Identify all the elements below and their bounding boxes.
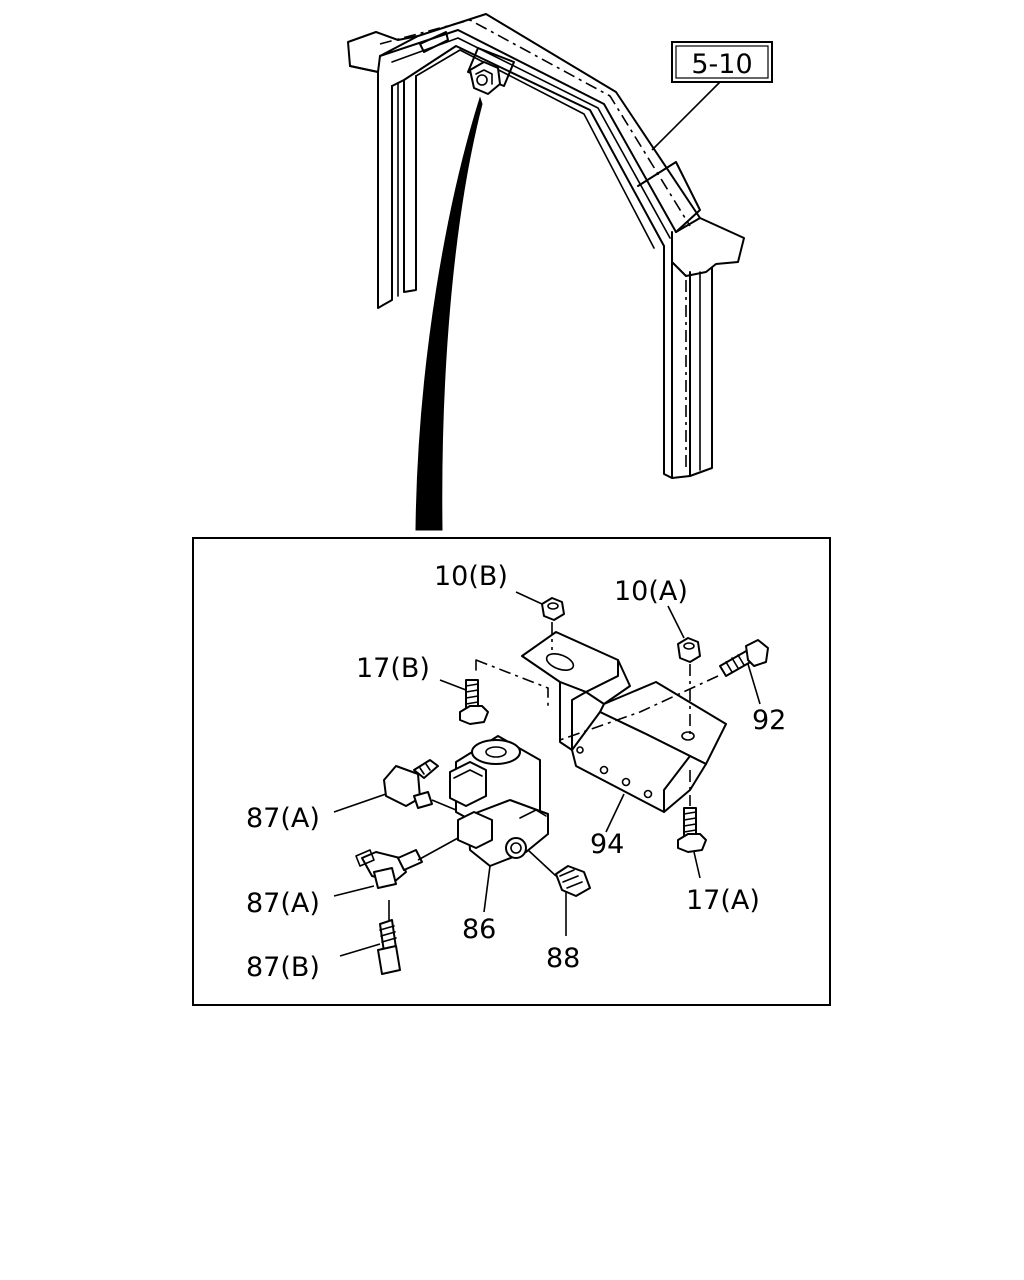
fitting-87b (377, 919, 401, 975)
callout-87a-lower: 87(A) (246, 888, 320, 919)
callout-94: 94 (590, 829, 624, 860)
elbow-87a-upper (383, 759, 439, 809)
bolt-17b (459, 679, 489, 725)
elbow-87a-lower (355, 849, 423, 889)
nut-10b (541, 597, 565, 621)
callout-87a-upper: 87(A) (246, 803, 320, 834)
reference-box-label: 5-10 (691, 49, 752, 80)
callout-86: 86 (462, 914, 496, 945)
plug-88 (555, 865, 591, 897)
detail-pointer-arrow (415, 96, 483, 531)
reference-box: 5-10 (671, 41, 773, 83)
bolt-17a (677, 807, 707, 853)
callout-92: 92 (752, 705, 786, 736)
valve-86 (449, 735, 549, 867)
nut-10a (677, 637, 701, 663)
bracket-94 (521, 631, 727, 813)
callout-87b: 87(B) (246, 952, 320, 983)
pipe-line-upper (431, 799, 457, 811)
bolt-92 (719, 639, 769, 677)
callout-10a: 10(A) (614, 576, 688, 607)
callout-88: 88 (546, 943, 580, 974)
callout-17b: 17(B) (356, 653, 430, 684)
assembly-centerlines (475, 622, 719, 806)
reference-leader (651, 81, 721, 151)
pipe-line-plug (527, 849, 557, 877)
callout-17a: 17(A) (686, 885, 760, 916)
callout-10b: 10(B) (434, 561, 508, 592)
frame-crossmember (347, 13, 745, 479)
callout-leaders (333, 591, 761, 957)
pipe-line-lower (417, 837, 459, 861)
